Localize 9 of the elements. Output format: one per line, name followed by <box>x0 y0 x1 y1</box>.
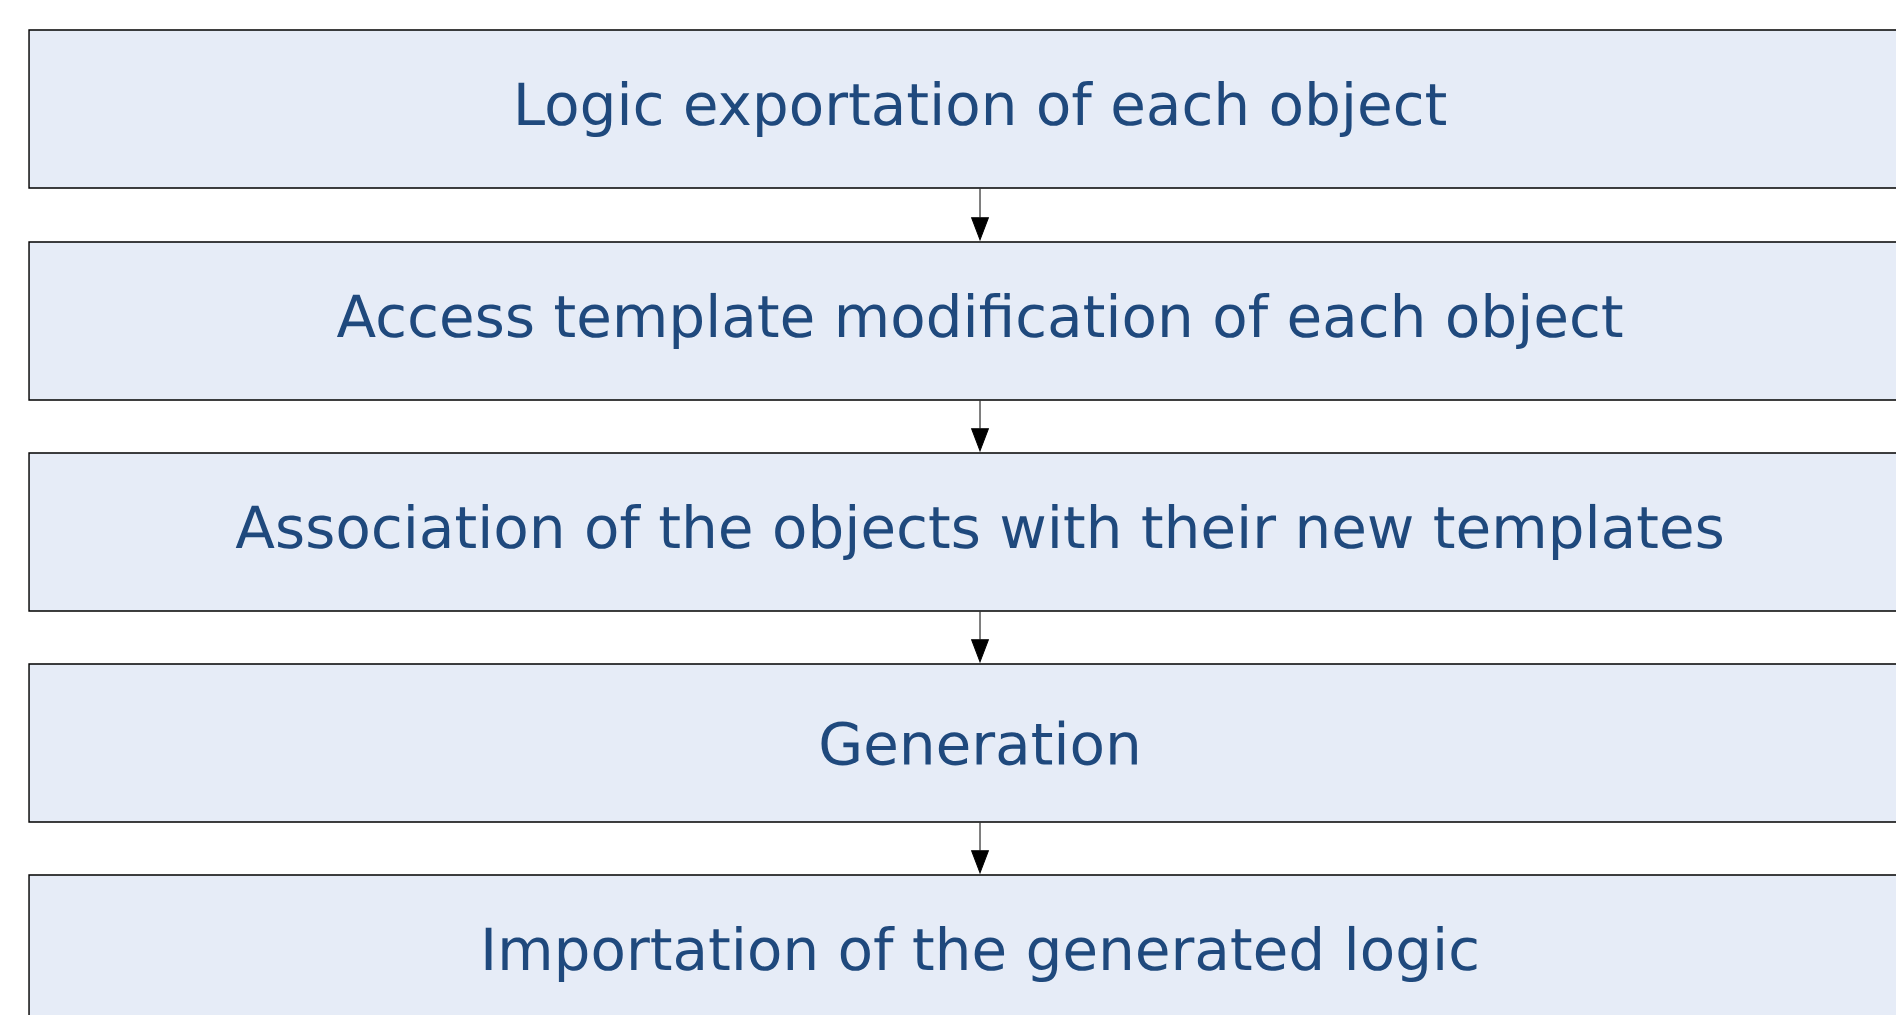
process-box: Importation of the generated logic <box>28 874 1896 1015</box>
arrow <box>971 611 989 663</box>
arrow <box>971 188 989 241</box>
arrow <box>971 822 989 874</box>
process-box: Generation <box>28 663 1896 823</box>
process-box: Access template modification of each object <box>28 241 1896 401</box>
process-box: Logic exportation of each object <box>28 29 1896 189</box>
arrow <box>971 400 989 452</box>
process-box: Association of the objects with their new templates <box>28 452 1896 612</box>
